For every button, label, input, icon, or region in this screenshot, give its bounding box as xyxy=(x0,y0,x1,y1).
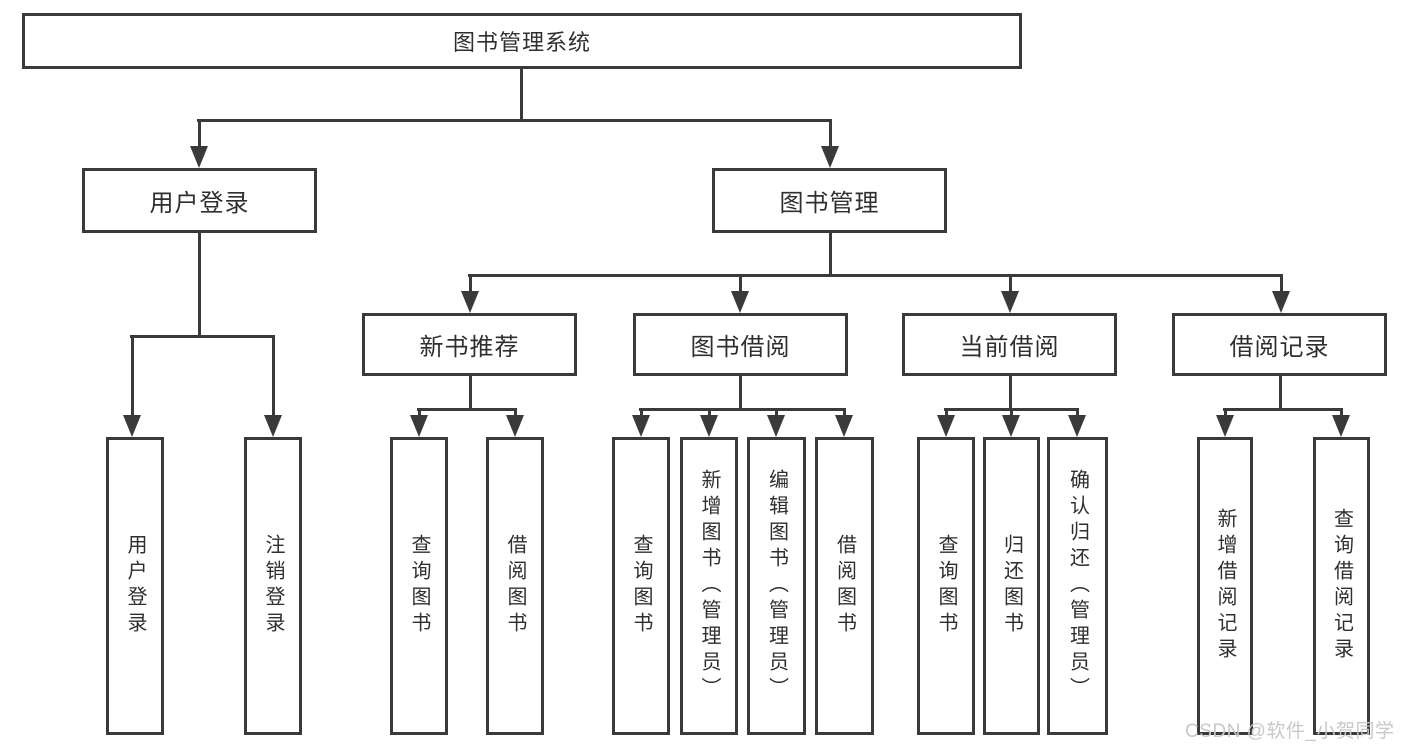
leaf-label: 查询图书 xyxy=(630,534,652,638)
leaf-label: 新增借阅记录 xyxy=(1214,508,1236,664)
leaf-label: 借阅图书 xyxy=(833,534,856,638)
arrowhead-icon xyxy=(821,146,839,168)
leaf-label: 查询图书 xyxy=(408,534,430,638)
arrowhead-icon xyxy=(767,415,785,437)
connector-line xyxy=(739,376,742,411)
node-root: 图书管理系统 xyxy=(22,13,1022,69)
node-new-book-recommend: 新书推荐 xyxy=(362,313,577,376)
connector-line xyxy=(417,408,517,411)
connector-line xyxy=(469,376,472,411)
leaf-query-books-current: 查询图书 xyxy=(917,437,975,735)
connector-line xyxy=(197,119,832,122)
arrowhead-icon xyxy=(1068,415,1086,437)
connector-line xyxy=(1010,408,1013,420)
leaf-label: 注销登录 xyxy=(262,534,284,638)
leaf-add-borrow-record: 新增借阅记录 xyxy=(1197,437,1253,735)
connector-line xyxy=(1009,274,1012,294)
arrowhead-icon xyxy=(1001,291,1019,313)
connector-line xyxy=(945,408,948,420)
leaf-confirm-return-admin: 确认归还（管理员） xyxy=(1047,437,1108,735)
connector-line xyxy=(514,408,517,420)
arrowhead-icon xyxy=(410,415,428,437)
connector-line xyxy=(829,233,832,277)
arrowhead-icon xyxy=(731,291,749,313)
leaf-label: 归还图书 xyxy=(1000,534,1023,638)
connector-line xyxy=(198,233,201,338)
connector-line xyxy=(708,408,711,420)
connector-line xyxy=(1340,408,1343,420)
arrowhead-icon xyxy=(700,415,718,437)
connector-line xyxy=(1076,408,1079,420)
watermark: CSDN @软件_小贺同学 xyxy=(1185,721,1395,742)
connector-line xyxy=(1009,376,1012,411)
leaf-label: 查询借阅记录 xyxy=(1330,508,1353,664)
connector-line xyxy=(775,408,778,420)
leaf-edit-books-admin: 编辑图书（管理员） xyxy=(747,437,806,735)
arrowhead-icon xyxy=(461,291,479,313)
arrowhead-icon xyxy=(506,415,524,437)
node-book-borrow: 图书借阅 xyxy=(633,313,848,376)
connector-line xyxy=(739,274,742,294)
leaf-borrow-books-recommend: 借阅图书 xyxy=(486,437,544,735)
node-user-login: 用户登录 xyxy=(82,168,317,233)
leaf-query-borrow-record: 查询借阅记录 xyxy=(1313,437,1370,735)
leaf-label: 用户登录 xyxy=(124,534,146,638)
arrowhead-icon xyxy=(1002,415,1020,437)
connector-line xyxy=(272,335,275,417)
leaf-borrow-books: 借阅图书 xyxy=(815,437,874,735)
leaf-query-books-borrow: 查询图书 xyxy=(612,437,670,735)
leaf-user-login: 用户登录 xyxy=(106,437,164,735)
leaf-label: 确认归还（管理员） xyxy=(1066,469,1089,703)
arrowhead-icon xyxy=(1332,415,1350,437)
connector-line xyxy=(1224,408,1227,420)
arrowhead-icon xyxy=(1272,291,1290,313)
arrowhead-icon xyxy=(937,415,955,437)
connector-line xyxy=(639,408,846,411)
connector-line xyxy=(130,335,275,338)
leaf-query-books-recommend: 查询图书 xyxy=(390,437,448,735)
connector-line xyxy=(468,274,1283,277)
leaf-return-books: 归还图书 xyxy=(983,437,1040,735)
node-current-borrow: 当前借阅 xyxy=(902,313,1117,376)
leaf-add-books-admin: 新增图书（管理员） xyxy=(680,437,738,735)
leaf-label: 新增图书（管理员） xyxy=(698,469,720,703)
connector-line xyxy=(1280,274,1283,294)
connector-line xyxy=(520,69,523,121)
node-book-management: 图书管理 xyxy=(712,168,947,233)
connector-line xyxy=(640,408,643,420)
leaf-label: 编辑图书（管理员） xyxy=(765,469,788,703)
connector-line xyxy=(1223,408,1343,411)
connector-line xyxy=(1279,376,1282,411)
connector-line xyxy=(131,335,134,417)
connector-line xyxy=(198,119,201,150)
leaf-label: 借阅图书 xyxy=(504,534,526,638)
leaf-logout: 注销登录 xyxy=(244,437,302,735)
node-borrow-records: 借阅记录 xyxy=(1172,313,1387,376)
connector-line xyxy=(469,274,472,294)
connector-line xyxy=(418,408,421,420)
arrowhead-icon xyxy=(1216,415,1234,437)
leaf-label: 查询图书 xyxy=(935,534,957,638)
arrowhead-icon xyxy=(190,146,208,168)
connector-line xyxy=(843,408,846,420)
arrowhead-icon xyxy=(264,415,282,437)
connector-line xyxy=(829,119,832,150)
arrowhead-icon xyxy=(632,415,650,437)
arrowhead-icon xyxy=(835,415,853,437)
arrowhead-icon xyxy=(123,415,141,437)
